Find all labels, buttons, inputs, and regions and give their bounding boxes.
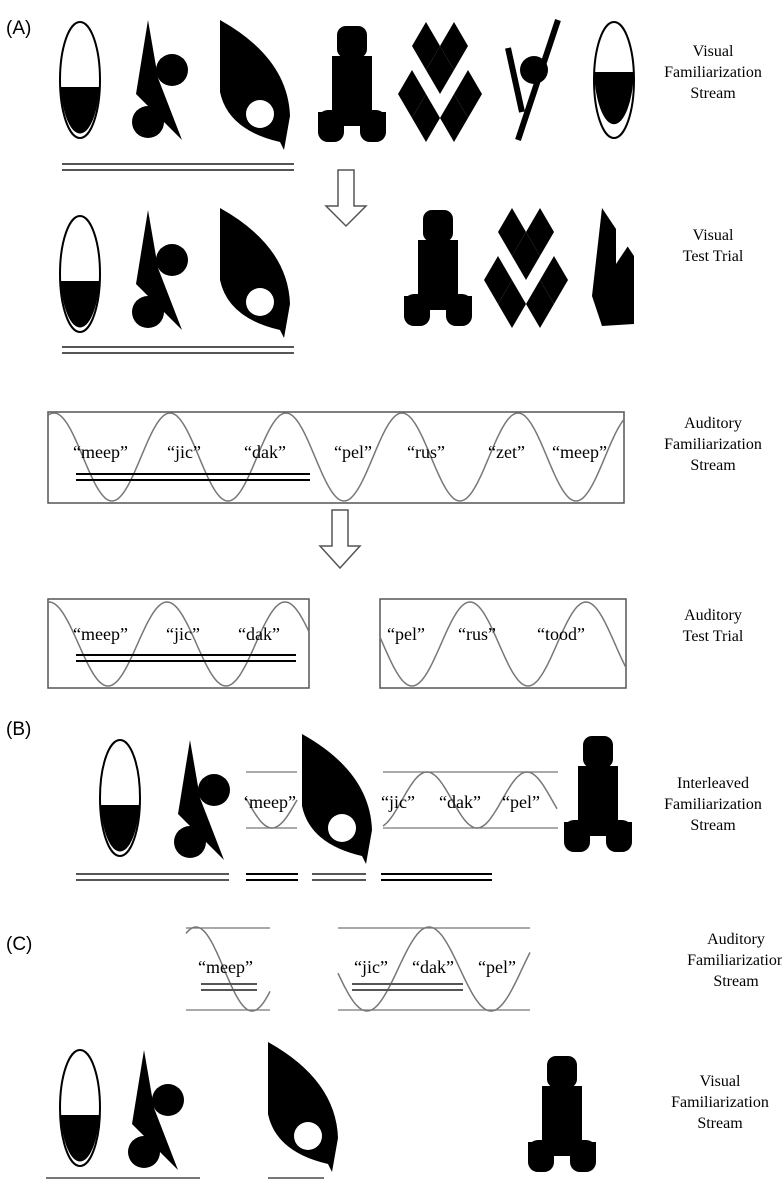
sound-wave [380, 602, 626, 686]
syllable: “pel” [334, 442, 372, 462]
label-line: Familiarization [664, 64, 762, 81]
syllable: “meep” [73, 624, 128, 644]
label-line: Familiarization [664, 796, 762, 813]
triplet-underline [62, 164, 294, 170]
label-line: Visual [693, 43, 734, 60]
syllable: “jic” [381, 792, 415, 812]
triplet-underline [76, 474, 310, 480]
label-line: Stream [690, 85, 736, 102]
triplet-underline [62, 347, 294, 353]
label-line: Stream [690, 457, 736, 474]
leaf-shape [220, 208, 290, 338]
panel-letter-a: (A) [6, 18, 31, 39]
label-line: Familiarization [671, 1094, 769, 1111]
bolt-shape [132, 210, 188, 330]
syllable: “rus” [458, 624, 496, 644]
label-line: Familiarization [687, 952, 782, 969]
bolt-shape [128, 1050, 184, 1170]
robot-shape [528, 1056, 596, 1172]
oval-shape [60, 1050, 100, 1166]
panel-letter-c: (C) [6, 934, 32, 955]
label-line: Stream [697, 1115, 743, 1132]
label-line: Interleaved [677, 775, 749, 792]
label-line: Auditory [684, 415, 742, 432]
label-line: Auditory [684, 607, 742, 624]
auditory-familiarization-stream-c: “meep” “jic” “dak” “pel” [186, 927, 530, 1011]
label-line: Auditory [707, 931, 765, 948]
robot-shape [564, 736, 632, 852]
oval-shape [60, 22, 100, 138]
label-line: Stream [690, 817, 736, 834]
label-line: Visual [693, 227, 734, 244]
oval-shape [60, 216, 100, 332]
leaf-shape [302, 734, 372, 864]
diamond-cluster-shape [398, 22, 482, 142]
syllable: “rus” [407, 442, 445, 462]
syllable: “jic” [167, 442, 201, 462]
syllable: “pel” [387, 624, 425, 644]
sound-wave [48, 602, 309, 686]
bolt-shape [132, 20, 188, 140]
auditory-test-trial: “meep” “jic” “dak” “pel” “rus” “tood” [48, 599, 626, 688]
leaf-shape [268, 1042, 338, 1172]
oval-shape [594, 22, 634, 138]
syllable: “pel” [502, 792, 540, 812]
bolt-shape [174, 740, 230, 860]
label-line: Test Trial [683, 628, 744, 645]
panel-letter-b: (B) [6, 719, 31, 740]
label-line: Visual [700, 1073, 741, 1090]
syllable: “dak” [412, 957, 454, 977]
leaf-shape [220, 20, 290, 150]
triplet-underline [76, 655, 296, 661]
diamond-cluster-shape [484, 208, 568, 328]
label-line: Familiarization [664, 436, 762, 453]
syllable: ‘meep” [243, 792, 296, 812]
syllable: “tood” [537, 624, 585, 644]
syllable: “dak” [238, 624, 280, 644]
oval-shape [100, 740, 140, 856]
wedge-shape [592, 208, 634, 326]
visual-familiarization-stream-a [60, 20, 634, 170]
triplet-underline [76, 874, 492, 880]
visual-familiarization-stream-c [46, 1042, 596, 1178]
robot-shape [318, 26, 386, 142]
syllable: “jic” [354, 957, 388, 977]
syllable: “jic” [166, 624, 200, 644]
syllable: “zet” [488, 442, 525, 462]
pin-shape [508, 20, 558, 140]
label-line: Test Trial [683, 248, 744, 265]
down-arrow-icon [326, 170, 366, 226]
syllable: “pel” [478, 957, 516, 977]
syllable: “dak” [439, 792, 481, 812]
robot-shape [404, 210, 472, 326]
label-line: Stream [713, 973, 759, 990]
interleaved-familiarization-stream: ‘meep” “jic” “dak” “pel” [76, 734, 632, 880]
down-arrow-icon [320, 510, 360, 568]
syllable: “meep” [552, 442, 607, 462]
syllable: “dak” [244, 442, 286, 462]
visual-test-trial [60, 208, 634, 353]
auditory-familiarization-stream-a: “meep” “jic” “dak” “pel” “rus” “zet” “me… [48, 412, 624, 503]
syllable: “meep” [73, 442, 128, 462]
syllable: “meep” [198, 957, 253, 977]
